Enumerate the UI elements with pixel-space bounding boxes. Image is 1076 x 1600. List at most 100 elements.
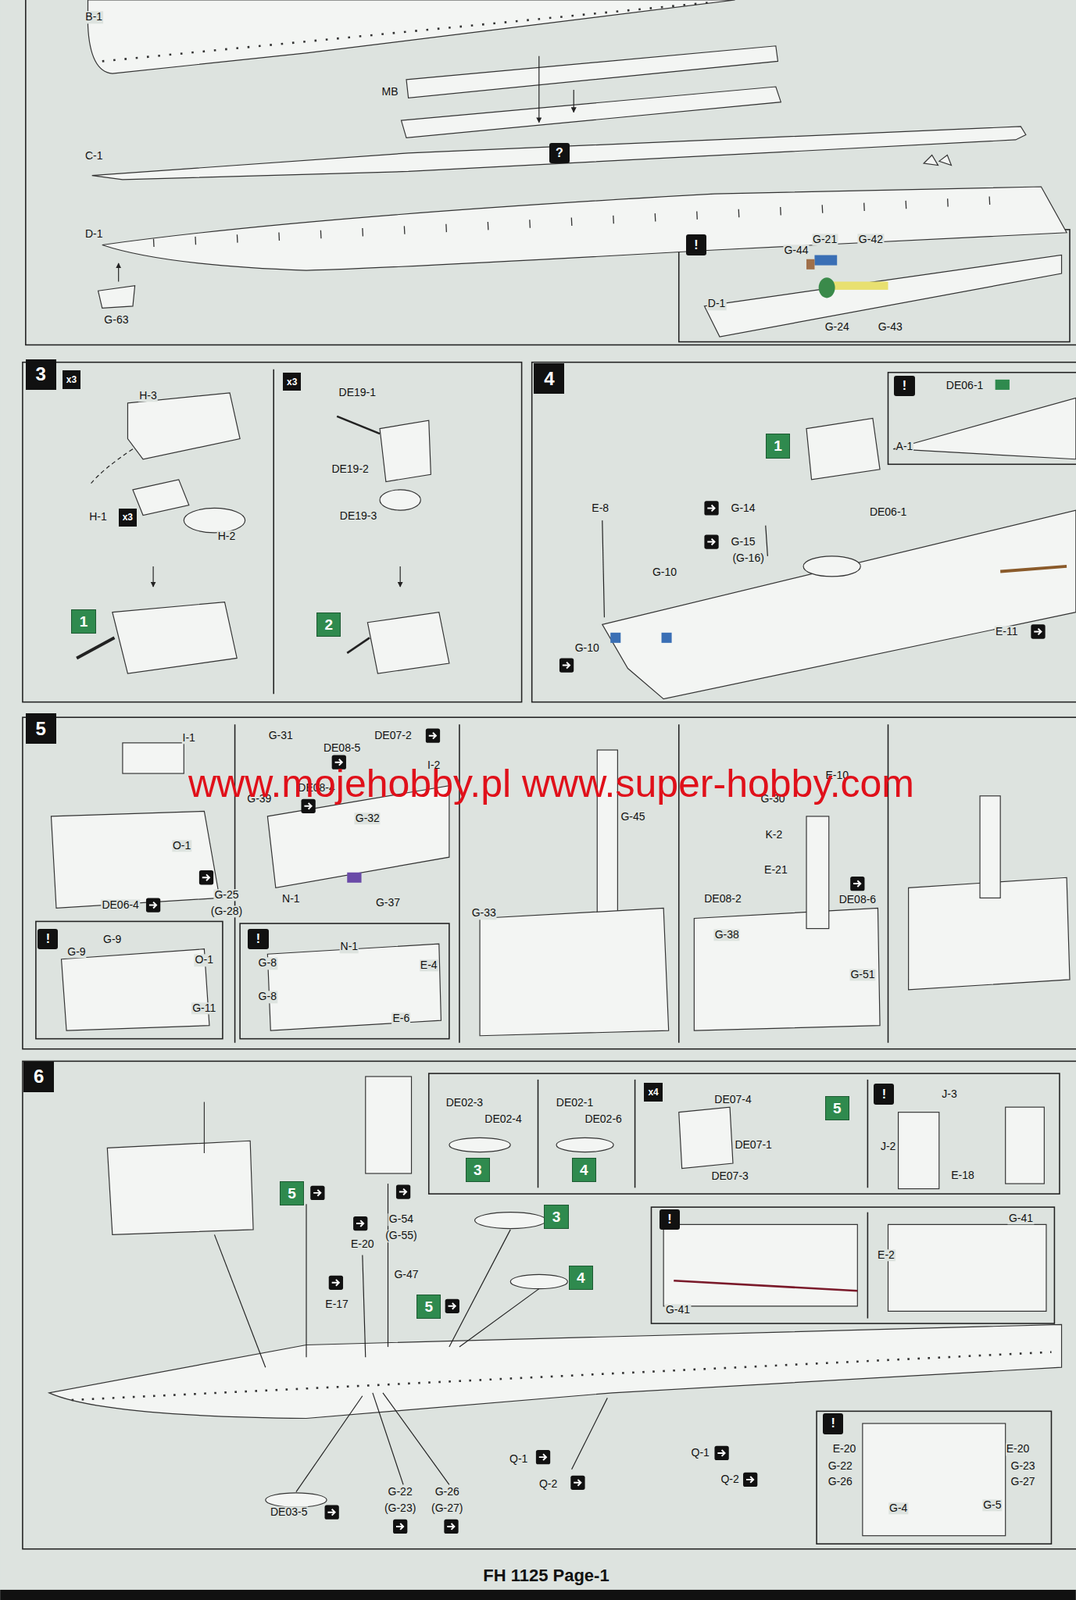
badge-text: x3 <box>122 512 133 522</box>
part-label: G-24 <box>824 321 851 334</box>
part-label: G-10 <box>651 566 678 579</box>
subassembly-badge: 1 <box>71 609 96 634</box>
part-label: G-37 <box>375 897 401 910</box>
part-label: (G-27) <box>430 1502 464 1515</box>
note-icon: ! <box>37 929 58 950</box>
part-label: G-38 <box>714 929 740 941</box>
part-label: G-44 <box>782 245 809 258</box>
part-label: G-45 <box>619 811 646 824</box>
badge-text: x3 <box>66 375 77 385</box>
part-label: O-1 <box>171 840 192 852</box>
part-label: DE02-4 <box>483 1113 522 1126</box>
part-label: G-31 <box>268 729 294 742</box>
subassembly-badge: 1 <box>765 433 791 458</box>
part-label: Q-2 <box>538 1478 558 1491</box>
part-label: G-8 <box>257 991 278 1004</box>
subassembly-badge: 4 <box>568 1265 594 1291</box>
badge-text: ! <box>830 1417 835 1430</box>
badge-text: 6 <box>33 1067 44 1087</box>
part-label: E-11 <box>994 625 1019 638</box>
part-label: E-21 <box>763 865 789 877</box>
badge-text: 3 <box>35 364 47 384</box>
part-label: D-1 <box>707 298 727 311</box>
badge-text: 5 <box>287 1186 297 1202</box>
part-label: G-10 <box>574 642 601 655</box>
badge-text: x3 <box>286 377 297 387</box>
part-label: H-1 <box>88 511 108 524</box>
badge-text: 5 <box>35 719 47 739</box>
part-label: I-1 <box>182 732 197 744</box>
part-label: G-32 <box>354 812 381 825</box>
part-label: G-21 <box>811 233 838 246</box>
note-icon: ! <box>873 1083 894 1105</box>
part-label: J-3 <box>940 1088 958 1101</box>
badge-text: 2 <box>324 617 333 633</box>
quantity-badge: x3 <box>62 370 82 390</box>
step-number: 5 <box>25 713 57 744</box>
badge-text: ? <box>555 146 564 160</box>
part-label: E-8 <box>590 502 610 515</box>
part-label: (G-23) <box>383 1502 417 1515</box>
quantity-badge: x3 <box>282 372 302 392</box>
quantity-badge: x3 <box>118 508 138 528</box>
part-label: E-20 <box>832 1443 858 1455</box>
part-label: K-2 <box>764 829 783 841</box>
part-label: G-9 <box>102 934 122 947</box>
part-label: G-33 <box>471 907 497 920</box>
part-label: G-26 <box>434 1486 461 1498</box>
part-label: G-5 <box>982 1499 1002 1512</box>
part-label: G-14 <box>730 502 757 515</box>
part-label: DE19-3 <box>339 510 378 522</box>
part-label: N-1 <box>339 941 360 954</box>
part-label: G-23 <box>1010 1461 1037 1473</box>
part-label: DE08-6 <box>838 894 877 907</box>
part-label: DE03-5 <box>269 1506 308 1519</box>
part-label: DE02-6 <box>583 1113 623 1126</box>
subassembly-badge: 5 <box>416 1294 441 1320</box>
part-label: E-17 <box>324 1298 350 1311</box>
part-label: G-11 <box>191 1002 217 1015</box>
part-label: DE06-1 <box>945 379 984 392</box>
subassembly-badge: 3 <box>543 1204 569 1230</box>
part-label: G-22 <box>387 1486 414 1498</box>
part-label: H-3 <box>138 389 158 402</box>
part-label: G-9 <box>66 946 86 959</box>
badge-text: 1 <box>773 438 783 454</box>
part-label: DE19-1 <box>338 386 377 399</box>
watermark: www.mojehobby.pl www.super-hobby.com <box>188 762 915 806</box>
part-label: G-26 <box>827 1476 854 1488</box>
part-label: B-1 <box>84 11 104 24</box>
page-footer: FH 1125 Page-1 <box>482 1566 610 1586</box>
part-label: G-41 <box>1008 1212 1034 1225</box>
part-label: Q-1 <box>690 1447 711 1460</box>
part-label: DE02-3 <box>445 1097 484 1110</box>
part-label: DE07-1 <box>733 1139 773 1152</box>
part-label: H-2 <box>217 530 237 543</box>
part-label: DE08-2 <box>703 893 742 905</box>
part-label: (G-16) <box>731 552 765 565</box>
part-label: O-1 <box>194 954 215 967</box>
part-label: DE07-2 <box>373 729 412 742</box>
part-label: DE02-1 <box>555 1097 594 1110</box>
part-label: (G-55) <box>384 1229 418 1242</box>
part-label: G-51 <box>849 968 876 981</box>
part-label: G-25 <box>213 889 240 901</box>
badge-text: ! <box>46 933 51 946</box>
part-label: E-2 <box>876 1249 896 1262</box>
badge-text: x4 <box>647 1087 658 1098</box>
subassembly-badge: 2 <box>316 612 341 637</box>
subassembly-badge: 5 <box>279 1181 304 1206</box>
part-label: C-1 <box>84 150 104 162</box>
badge-text: 4 <box>576 1270 586 1286</box>
part-label: G-47 <box>393 1269 419 1281</box>
part-label: G-8 <box>257 958 278 970</box>
badge-text: 3 <box>552 1209 562 1225</box>
part-label: DE07-4 <box>713 1094 752 1107</box>
badge-text: ! <box>693 239 698 252</box>
part-label: E-20 <box>350 1238 376 1251</box>
badge-text: 4 <box>543 369 555 389</box>
part-label: DE07-3 <box>710 1171 749 1184</box>
note-icon: ! <box>659 1209 680 1230</box>
part-label: DE19-2 <box>330 463 369 476</box>
